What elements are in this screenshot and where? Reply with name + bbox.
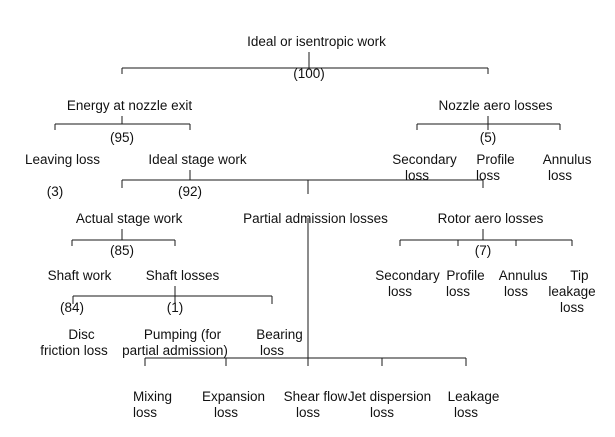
node-nozzle-annulus-loss: Annulus loss <box>528 136 592 200</box>
node-nozzle-secondary-loss-label: Secondary loss <box>392 152 457 183</box>
node-bearing-loss-label: Bearing loss <box>256 327 303 358</box>
node-expansion-loss: Expansion loss <box>187 373 265 437</box>
node-expansion-loss-label: Expansion loss <box>201 389 266 420</box>
node-actual-stage-work-value: (85) <box>109 243 135 258</box>
node-rotor-aero-losses-label: Rotor aero losses <box>437 211 544 226</box>
node-nozzle-aero-losses: Nozzle aero losses (5) <box>423 82 552 178</box>
node-energy-at-nozzle-exit: Energy at nozzle exit (95) <box>52 82 192 178</box>
node-nozzle-aero-losses-label: Nozzle aero losses <box>438 98 553 113</box>
node-rotor-secondary-loss: Secondary loss <box>360 252 440 316</box>
node-rotor-annulus-loss: Annulus loss <box>484 252 548 316</box>
node-nozzle-secondary-loss: Secondary loss <box>377 136 457 200</box>
node-pumping-loss: Pumping (for partial admission) <box>122 311 228 375</box>
node-nozzle-profile-loss-label: Profile loss <box>475 152 515 183</box>
node-ideal-stage-work: Ideal stage work (92) <box>133 136 246 232</box>
node-shaft-losses-label: Shaft losses <box>145 268 220 283</box>
node-mixing-loss: Mixing loss <box>118 373 172 437</box>
node-rotor-profile-loss-label: Profile loss <box>445 268 485 299</box>
node-nozzle-annulus-loss-label: Annulus loss <box>542 152 592 183</box>
node-ideal-work: Ideal or isentropic work (100) <box>232 18 386 114</box>
node-pumping-loss-label: Pumping (for partial admission) <box>122 327 228 358</box>
node-energy-at-nozzle-exit-label: Energy at nozzle exit <box>66 98 193 113</box>
node-rotor-tip-leakage-loss-label: Tip leakage loss <box>548 268 596 315</box>
node-actual-stage-work-label: Actual stage work <box>75 211 183 226</box>
node-rotor-profile-loss: Profile loss <box>431 252 485 316</box>
node-nozzle-profile-loss: Profile loss <box>461 136 515 200</box>
node-ideal-work-value: (100) <box>293 66 325 81</box>
node-shaft-losses: Shaft losses (1) <box>131 252 220 348</box>
node-ideal-work-label: Ideal or isentropic work <box>247 34 386 49</box>
node-shaft-work: Shaft work (84) <box>33 252 112 348</box>
node-rotor-secondary-loss-label: Secondary loss <box>375 268 440 299</box>
node-nozzle-aero-losses-value: (5) <box>479 130 497 145</box>
node-ideal-stage-work-label: Ideal stage work <box>148 152 247 167</box>
node-leakage-loss: Leakage loss <box>433 373 500 437</box>
loss-breakdown-diagram: Ideal or isentropic work (100) Energy at… <box>10 18 596 420</box>
node-rotor-annulus-loss-label: Annulus loss <box>498 268 548 299</box>
node-rotor-tip-leakage-loss: Tip leakage loss <box>548 252 595 332</box>
node-disc-friction-loss-label: Disc friction loss <box>40 327 108 358</box>
node-partial-admission-losses: Partial admission losses <box>228 195 388 243</box>
node-jet-dispersion-loss: Jet dispersion loss <box>333 373 431 437</box>
node-ideal-stage-work-value: (92) <box>177 184 203 199</box>
node-partial-admission-losses-label: Partial admission losses <box>243 211 388 226</box>
node-mixing-loss-label: Mixing loss <box>132 389 173 420</box>
node-disc-friction-loss: Disc friction loss <box>40 311 108 375</box>
node-energy-at-nozzle-exit-value: (95) <box>109 130 134 145</box>
node-leaving-loss: Leaving loss (3) <box>10 136 100 232</box>
node-shaft-losses-value: (1) <box>166 300 184 315</box>
node-leaving-loss-label: Leaving loss <box>24 152 101 167</box>
node-leakage-loss-label: Leakage loss <box>447 389 500 420</box>
node-rotor-aero-losses: Rotor aero losses (7) <box>423 195 544 291</box>
node-shaft-work-label: Shaft work <box>47 268 112 283</box>
node-actual-stage-work: Actual stage work (85) <box>62 195 183 291</box>
node-rotor-aero-losses-value: (7) <box>474 243 492 258</box>
node-shaft-work-value: (84) <box>59 300 85 315</box>
node-bearing-loss: Bearing loss <box>241 311 303 375</box>
node-leaving-loss-value: (3) <box>46 184 64 199</box>
node-jet-dispersion-loss-label: Jet dispersion loss <box>347 389 432 420</box>
